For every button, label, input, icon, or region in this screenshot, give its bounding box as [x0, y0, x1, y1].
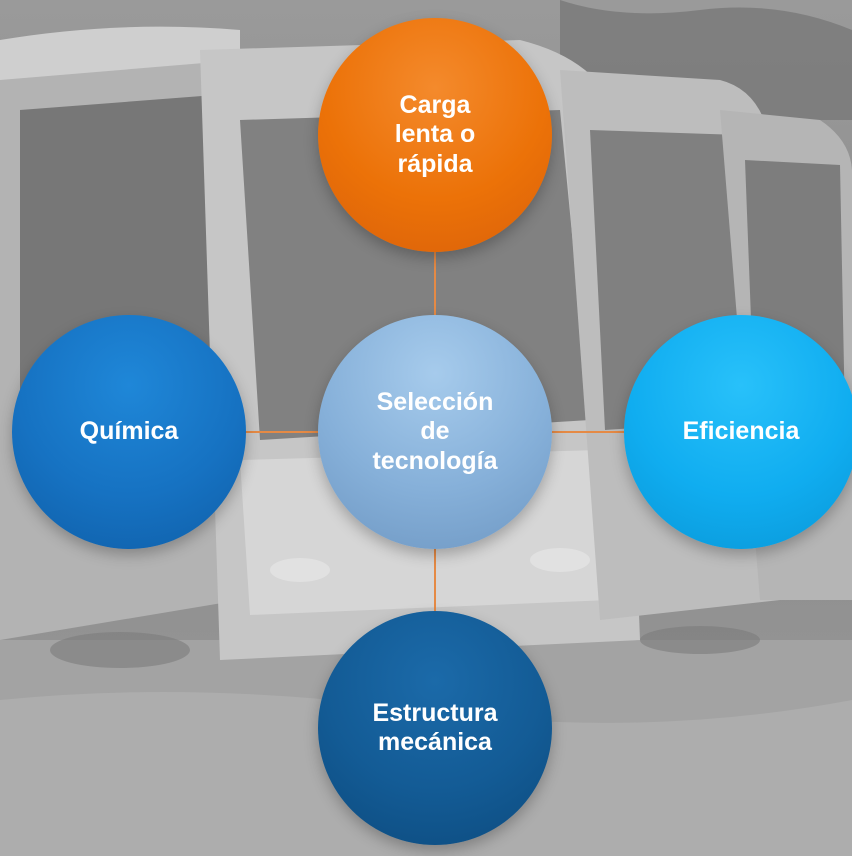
connector-top: [434, 250, 436, 318]
node-quimica: Química: [12, 315, 246, 549]
node-quimica-label: Química: [79, 417, 179, 446]
connector-bottom: [434, 547, 436, 613]
node-eficiencia-label: Eficiencia: [682, 417, 800, 446]
connector-right: [550, 431, 626, 433]
node-estructura-label: Estructura mecánica: [372, 698, 498, 757]
node-carga-label: Carga lenta o rápida: [394, 90, 476, 178]
connector-left: [244, 431, 320, 433]
node-eficiencia: Eficiencia: [624, 315, 852, 549]
node-estructura: Estructura mecánica: [318, 611, 552, 845]
node-center-label: Selección de tecnología: [372, 387, 498, 475]
node-carga: Carga lenta o rápida: [318, 18, 552, 252]
node-center: Selección de tecnología: [318, 315, 552, 549]
